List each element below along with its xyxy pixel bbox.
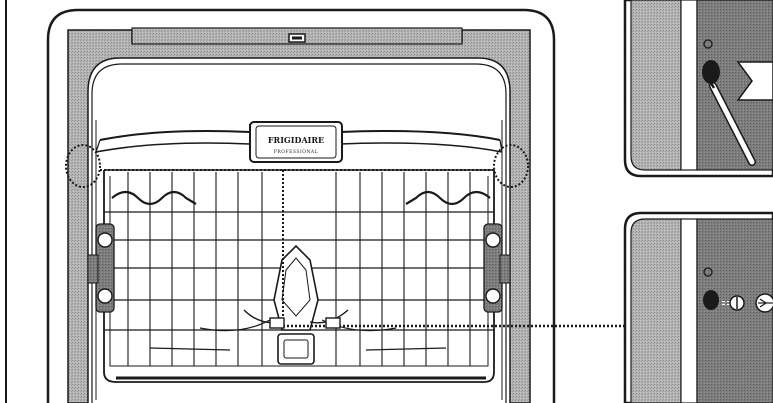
dishwasher-front-view <box>5 0 556 403</box>
tub-gasket-frame <box>67 29 531 403</box>
detail-panel-top <box>623 0 773 178</box>
upper-dish-rack: FRIGIDAIRE PROFESSIONAL <box>87 121 511 383</box>
brand-logo: FRIGIDAIRE <box>268 135 324 145</box>
screwdriver-icon <box>706 77 756 166</box>
left-rack-wheel-assembly <box>87 223 115 313</box>
arrow-right-icon <box>736 61 773 101</box>
left-adjuster-callout <box>65 144 101 188</box>
brand-logo-subtext: PROFESSIONAL <box>274 149 318 155</box>
rack-handle <box>249 121 343 163</box>
tub-outer-outline <box>46 8 556 403</box>
detail-panel-bottom <box>623 211 773 403</box>
adjuster-hole <box>702 60 720 84</box>
rack-adjuster-callouts <box>65 144 628 329</box>
right-adjuster-callout <box>493 144 529 188</box>
right-rack-wheel-assembly <box>483 223 511 313</box>
rack-stop-screw-icon <box>722 293 773 313</box>
